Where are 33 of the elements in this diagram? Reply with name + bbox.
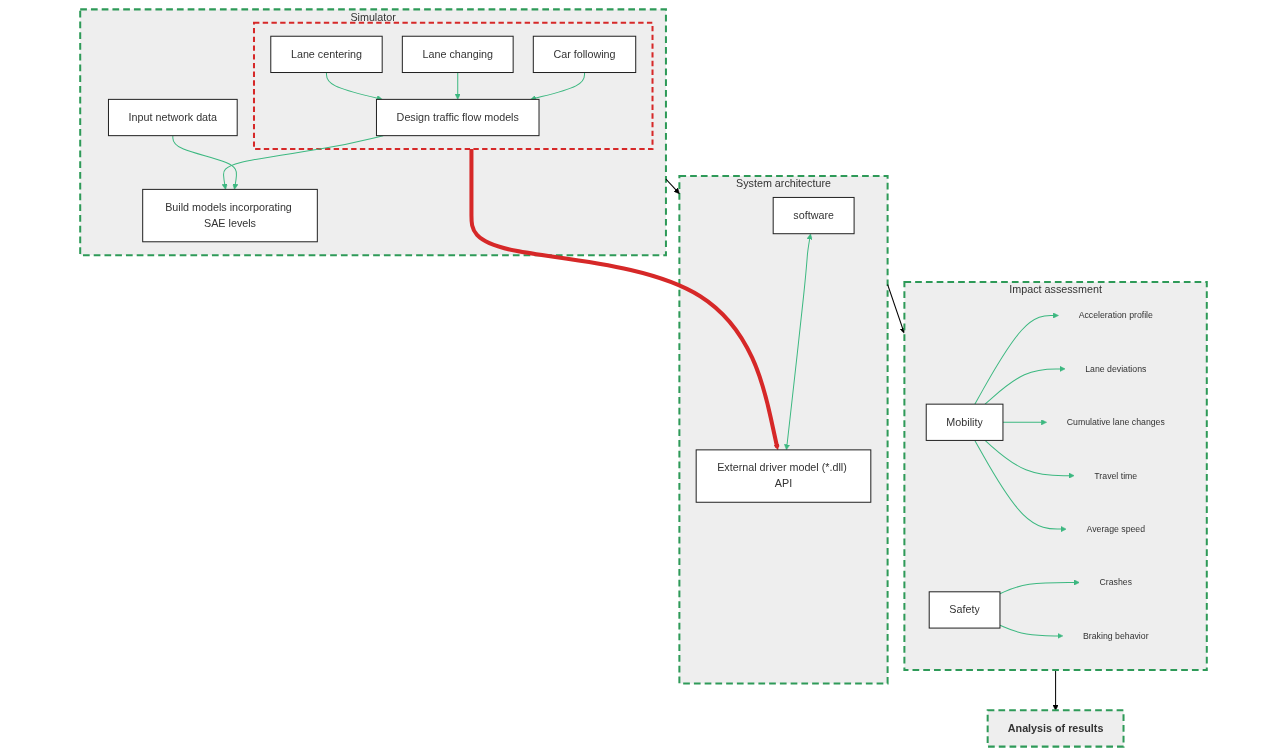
node-box: software <box>772 196 855 235</box>
node-box: Mobility <box>925 403 1004 441</box>
cluster <box>253 21 654 151</box>
arrow <box>984 439 1075 479</box>
arrow <box>454 72 461 100</box>
node-text: Travel time <box>1094 470 1138 481</box>
node-box: Lane centering <box>270 35 383 73</box>
node-box: Lane changing <box>401 35 514 73</box>
arrow <box>999 579 1080 595</box>
arrow <box>665 178 680 194</box>
node-box: Input network data <box>107 98 238 137</box>
arrow <box>469 149 780 451</box>
arrow <box>172 135 239 190</box>
node-box: Design traffic flow models <box>375 98 540 137</box>
node-text: Crashes <box>1099 577 1133 588</box>
arrow <box>1002 419 1047 426</box>
arrow <box>530 72 585 101</box>
node-text: Acceleration profile <box>1078 310 1153 321</box>
node-box: Car following <box>532 35 637 73</box>
arrow <box>974 439 1067 533</box>
arrow <box>325 72 383 101</box>
node-box: Analysis of results <box>986 709 1125 748</box>
arrow <box>999 624 1064 639</box>
node-text: Average speed <box>1086 523 1146 534</box>
node-text: Cumulative lane changes <box>1066 417 1165 428</box>
node-box: Build models incorporating SAE levels <box>142 188 318 243</box>
node-box: Safety <box>928 591 1001 629</box>
arrow <box>974 312 1059 405</box>
node-text: Lane deviations <box>1085 363 1147 374</box>
arrow <box>784 233 813 451</box>
node-text: Braking behavior <box>1083 630 1149 641</box>
arrow <box>984 365 1066 405</box>
node-box: External driver model (*.dll) API <box>695 449 872 503</box>
